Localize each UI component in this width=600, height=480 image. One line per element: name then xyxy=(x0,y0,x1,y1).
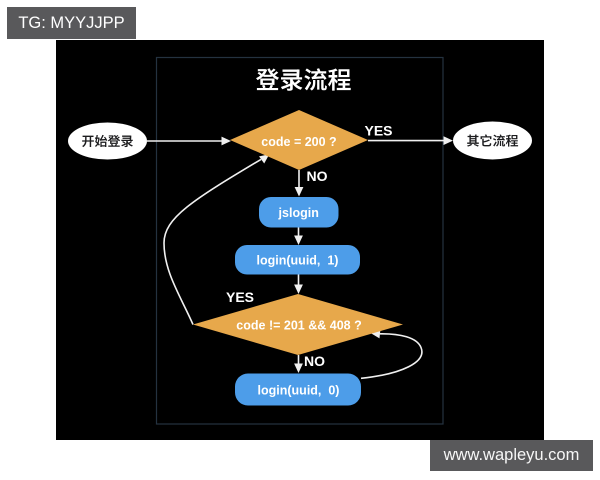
connectors xyxy=(147,136,453,380)
node-start xyxy=(68,122,147,160)
node-login-uuid-0 xyxy=(235,373,361,406)
arrowhead-into-check xyxy=(221,136,231,146)
node-login-uuid-0-label: login(uuid, 0) xyxy=(258,384,340,398)
edge-check2-back-to-check xyxy=(163,158,262,325)
arrowhead-into-jslogin xyxy=(294,187,304,197)
other-flow-glyph-outlines xyxy=(467,134,519,147)
title-glyph-outlines xyxy=(255,68,351,91)
watermark-telegram: TG: MYYJJPP xyxy=(7,7,136,39)
label-yes-left: YES xyxy=(226,289,254,305)
arrowhead-loop xyxy=(370,329,381,339)
arrowhead-into-other xyxy=(443,136,453,145)
arrowhead-into-login1 xyxy=(294,235,303,245)
node-check-code-201-408-label: code != 201 && 408 ? xyxy=(236,319,361,333)
node-jslogin xyxy=(259,197,339,228)
watermark-website-text: www.wapleyu.com xyxy=(443,446,580,464)
flowchart-title xyxy=(255,68,351,91)
edge-labels: YES NO YES NO xyxy=(226,123,393,370)
node-login-uuid-1-label: login(uuid, 1) xyxy=(257,253,339,267)
node-check-code-200 xyxy=(230,110,368,170)
node-check-code-201-408 xyxy=(193,294,403,355)
node-check-code-200-label: code = 200 ? xyxy=(261,135,336,149)
arrowhead-into-check2 xyxy=(294,284,303,294)
watermark-website: www.wapleyu.com xyxy=(430,440,593,471)
edge-login0-back-to-check2 xyxy=(360,332,423,380)
arrowhead-feedback xyxy=(259,154,270,164)
watermark-telegram-text: TG: MYYJJPP xyxy=(18,13,125,32)
node-jslogin-label: jslogin xyxy=(278,206,319,220)
node-other-flow xyxy=(453,121,532,160)
node-start-label xyxy=(82,134,133,148)
start-glyph-outlines xyxy=(82,134,133,148)
flowchart-frame xyxy=(155,56,444,425)
node-login-uuid-1 xyxy=(235,245,360,275)
label-no-bottom: NO xyxy=(304,353,325,369)
arrowhead-into-login0 xyxy=(294,363,303,373)
nodes: code = 200 ? jslogin login(uuid, 1) code… xyxy=(68,110,532,406)
node-other-flow-label xyxy=(467,134,519,147)
label-yes-right: YES xyxy=(364,123,392,139)
label-no-top: NO xyxy=(307,168,328,184)
